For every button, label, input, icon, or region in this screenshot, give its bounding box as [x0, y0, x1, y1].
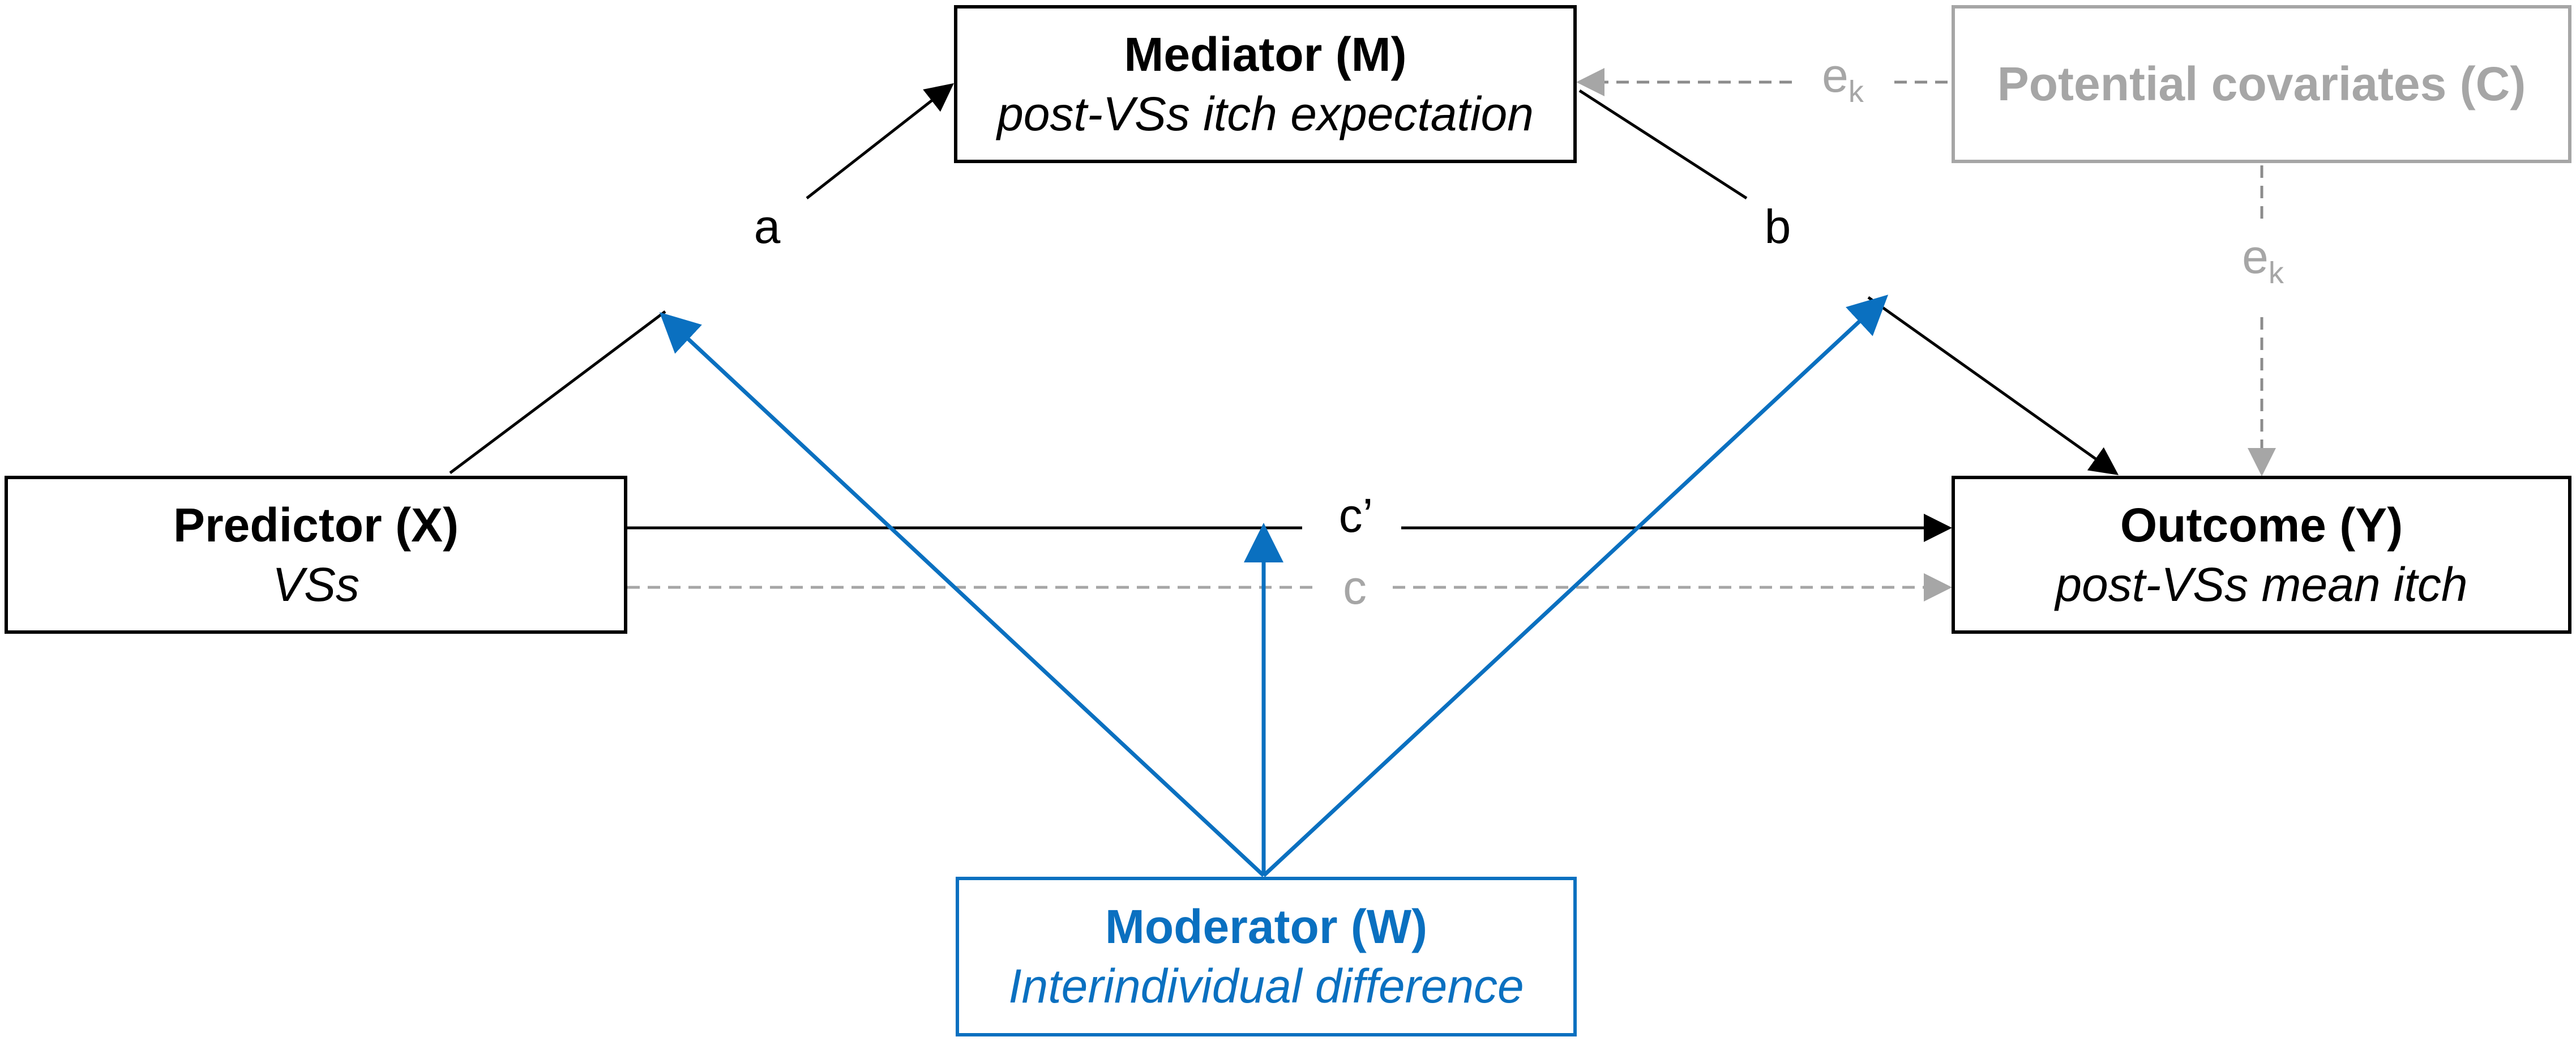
moderator-box: Moderator (W) Interindividual difference — [956, 877, 1577, 1036]
outcome-subtitle: post-VSs mean itch — [2055, 557, 2468, 611]
path-b-arrow — [1867, 296, 2119, 475]
error-term-subscript: k — [2268, 256, 2284, 290]
error-term-mediator: ek — [1822, 52, 1864, 107]
path-a-arrow — [806, 83, 954, 199]
path-c-label: c — [1343, 561, 1367, 614]
covariates-box: Potential covariates (C) — [1952, 5, 2571, 163]
error-term-subscript: k — [1848, 75, 1864, 109]
path-c-prime-label: c’ — [1338, 489, 1373, 542]
predictor-box: Predictor (X) VSs — [5, 476, 627, 634]
path-a-lower-segment — [449, 310, 666, 474]
moderator-title: Moderator (W) — [1105, 900, 1428, 953]
mediator-subtitle: post-VSs itch expectation — [997, 87, 1534, 140]
outcome-title: Outcome (Y) — [2120, 498, 2403, 552]
error-term-base: e — [1822, 49, 1848, 102]
error-term-base: e — [2242, 230, 2269, 283]
predictor-title: Predictor (X) — [173, 498, 459, 552]
path-a-label: a — [754, 200, 781, 253]
path-b-label: b — [1764, 200, 1791, 253]
moderator-to-path-b-arrow — [1262, 295, 1889, 877]
path-b-upper-segment — [1578, 89, 1748, 200]
moderator-subtitle: Interindividual difference — [1008, 959, 1524, 1013]
moderator-to-path-a-arrow — [659, 312, 1265, 877]
predictor-subtitle: VSs — [272, 557, 360, 611]
mediator-box: Mediator (M) post-VSs itch expectation — [954, 5, 1577, 163]
error-term-outcome: ek — [2242, 233, 2284, 288]
outcome-box: Outcome (Y) post-VSs mean itch — [1952, 476, 2571, 634]
mediator-title: Mediator (M) — [1124, 27, 1407, 81]
covariates-title: Potential covariates (C) — [1997, 57, 2526, 110]
